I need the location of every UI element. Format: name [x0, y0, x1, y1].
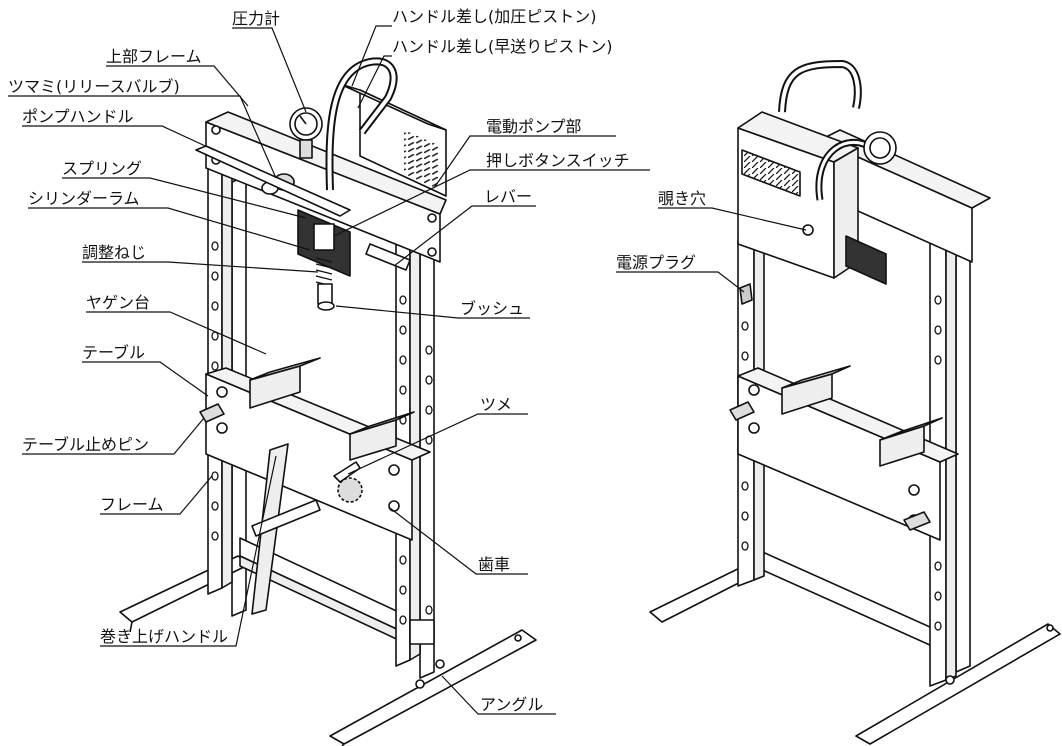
label-peep-hole: 覗き穴 [658, 189, 707, 208]
label-angle: アングル [480, 695, 544, 714]
right-table [737, 375, 941, 541]
label-bushing: ブッシュ [460, 299, 525, 318]
label-pump-handle: ポンプハンドル [22, 107, 134, 126]
label-handle-slot-pressure: ハンドル差し(加圧ピストン) [392, 7, 597, 26]
right-handle-tube [778, 60, 862, 113]
right-cylinder [845, 235, 887, 285]
label-table: テーブル [82, 343, 146, 362]
left-lever [365, 243, 411, 271]
label-adjust-screw: 調整ねじ [82, 243, 147, 262]
label-cylinder-ram: シリンダーラム [28, 189, 140, 208]
right-peep-hole [802, 224, 814, 236]
left-adjust-screw [317, 283, 333, 305]
label-frame: フレーム [100, 495, 164, 514]
label-winding-handle: 巻き上げハンドル [100, 627, 229, 646]
label-handle-slot-fast: ハンドル差し(早送りピストン) [392, 37, 613, 56]
label-gear: 歯車 [478, 555, 511, 574]
right-power-plug [739, 283, 753, 305]
left-spring [315, 257, 333, 287]
label-pressure-gauge: 圧力計 [232, 9, 281, 28]
right-back-upright [955, 219, 971, 673]
right-press [649, 60, 1061, 745]
label-release-valve-knob: ツマミ(リリースバルブ) [8, 77, 180, 96]
label-spring: スプリング [62, 159, 143, 178]
label-table-pin: テーブル止めピン [22, 435, 150, 454]
label-upper-frame: 上部フレーム [106, 47, 202, 66]
left-press [119, 57, 537, 746]
left-bushing [317, 301, 335, 311]
left-pump-handle [195, 145, 351, 217]
left-gear [337, 477, 363, 503]
label-lever: レバー [484, 187, 533, 206]
left-base-angle-front [329, 629, 537, 745]
label-pawl: ツメ [480, 395, 513, 414]
label-anvil-block: ヤゲン台 [86, 293, 151, 312]
label-push-button-switch: 押しボタンスイッチ [486, 151, 630, 170]
right-base-angle-front [855, 623, 1061, 745]
label-electric-pump: 電動ポンプ部 [486, 117, 582, 136]
leader-lines [8, 25, 807, 715]
right-lower-crossbar [757, 549, 951, 655]
label-power-plug: 電源プラグ [616, 253, 697, 272]
